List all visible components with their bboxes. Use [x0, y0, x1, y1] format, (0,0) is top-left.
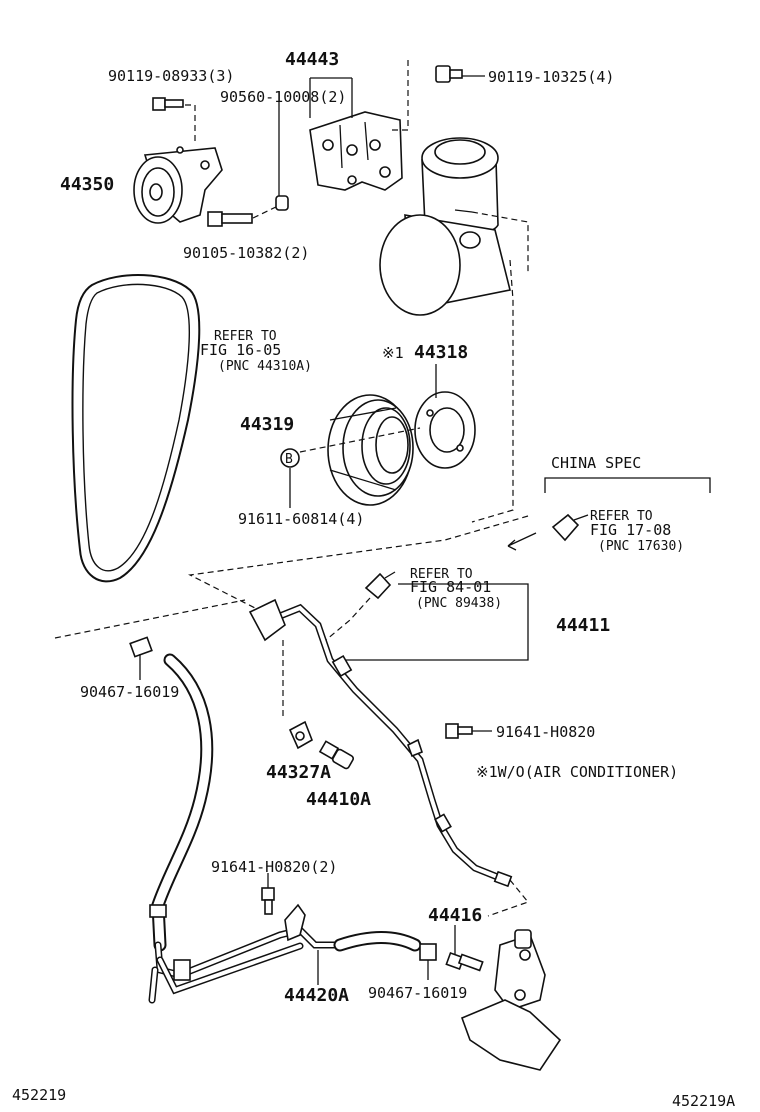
refer-belt-line2: FIG 16-05: [200, 341, 281, 359]
hose-clamp-bottom: [419, 943, 437, 961]
label-90467-16019-top: 90467-16019: [80, 683, 179, 701]
china-spec-bracket: [544, 477, 711, 493]
pressure-switch: [364, 571, 396, 600]
refer-switch-line1: REFER TO: [410, 567, 473, 582]
union-bolt-44410a: [318, 740, 354, 770]
label-91611-60814: 91611-60814(4): [238, 510, 364, 528]
label-90467-16019-bottom: 90467-16019: [368, 984, 467, 1002]
china-spec-label: CHINA SPEC: [551, 454, 641, 472]
label-44410a: 44410A: [306, 789, 371, 810]
refer-china-line2: FIG 17-08: [590, 521, 671, 539]
label-44327a: 44327A: [266, 762, 331, 783]
label-44411: 44411: [556, 615, 610, 636]
pressure-switch-china: [551, 513, 589, 542]
label-marker-b: B: [285, 452, 293, 467]
bolt-marker-b: [280, 448, 300, 468]
spacer-90560-10008: [275, 195, 289, 211]
label-90560-10008: 90560-10008(2): [220, 88, 346, 106]
steering-gear-housing: [460, 929, 562, 1071]
bolt-91641-h0820: [445, 723, 473, 739]
label-44416: 44416: [428, 905, 482, 926]
refer-switch-line3: (PNC 89438): [416, 596, 502, 611]
refer-switch-line2: FIG 84-01: [410, 578, 491, 596]
bolt-91641-h0820-2: [261, 887, 275, 915]
label-90105-10382: 90105-10382(2): [183, 244, 309, 262]
bolt-90105-10382: [207, 211, 253, 227]
refer-china-line3: (PNC 17630): [598, 539, 684, 554]
label-90119-08933: 90119-08933(3): [108, 67, 234, 85]
refer-china-line1: REFER TO: [590, 509, 653, 524]
label-44319: 44319: [240, 414, 294, 435]
label-44350: 44350: [60, 174, 114, 195]
note-air-conditioner: ※1W/O(AIR CONDITIONER): [476, 763, 678, 781]
label-44443: 44443: [285, 49, 339, 70]
power-steering-pump: [379, 137, 511, 316]
refer-belt-line3: (PNC 44310A): [218, 359, 312, 374]
union-bolt-44416: [445, 951, 484, 972]
label-44318: 44318: [414, 342, 468, 363]
label-90119-10325: 90119-10325(4): [488, 68, 614, 86]
pump-pulley-44319: [327, 394, 414, 506]
label-91641-h0820: 91641-H0820: [496, 723, 595, 741]
bolt-90119-08933: [152, 97, 184, 111]
pump-bracket-44443: [309, 111, 403, 191]
refer-belt-line1: REFER TO: [214, 329, 277, 344]
label-44420a: 44420A: [284, 985, 349, 1006]
footer-left-code: 452219: [12, 1086, 66, 1104]
footer-right-code: 452219A: [672, 1092, 735, 1110]
return-tube-44420a: [148, 903, 344, 1004]
drive-belt: [71, 273, 201, 583]
return-hose: [129, 636, 214, 952]
pressure-feed-tube-44411: [248, 598, 513, 888]
label-91641-h0820-2: 91641-H0820(2): [211, 858, 337, 876]
idler-pulley-assembly: [133, 146, 223, 224]
union-seat-44327a: [288, 720, 313, 750]
label-mark-1: ※1: [382, 344, 404, 362]
pulley-plate-44318: [414, 391, 476, 469]
bolt-90119-10325: [435, 65, 463, 83]
